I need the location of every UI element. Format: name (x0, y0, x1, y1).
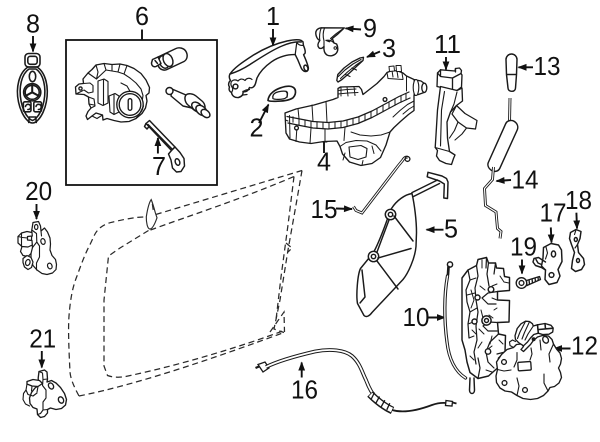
svg-text:13: 13 (534, 51, 561, 81)
svg-text:16: 16 (291, 375, 318, 405)
svg-text:20: 20 (25, 176, 52, 206)
svg-text:6: 6 (135, 1, 149, 31)
svg-text:1: 1 (266, 1, 280, 31)
svg-text:8: 8 (26, 9, 40, 39)
svg-text:15: 15 (311, 194, 338, 224)
svg-text:21: 21 (29, 324, 56, 354)
svg-text:14: 14 (512, 165, 539, 195)
svg-text:12: 12 (571, 331, 598, 361)
svg-text:7: 7 (152, 151, 166, 181)
svg-text:18: 18 (565, 185, 592, 215)
svg-text:10: 10 (403, 302, 430, 332)
svg-text:17: 17 (540, 198, 567, 228)
svg-text:19: 19 (510, 232, 537, 262)
svg-text:5: 5 (444, 214, 458, 244)
svg-text:3: 3 (382, 33, 396, 63)
svg-text:9: 9 (363, 13, 377, 43)
svg-text:11: 11 (434, 29, 461, 59)
svg-text:4: 4 (317, 147, 331, 177)
